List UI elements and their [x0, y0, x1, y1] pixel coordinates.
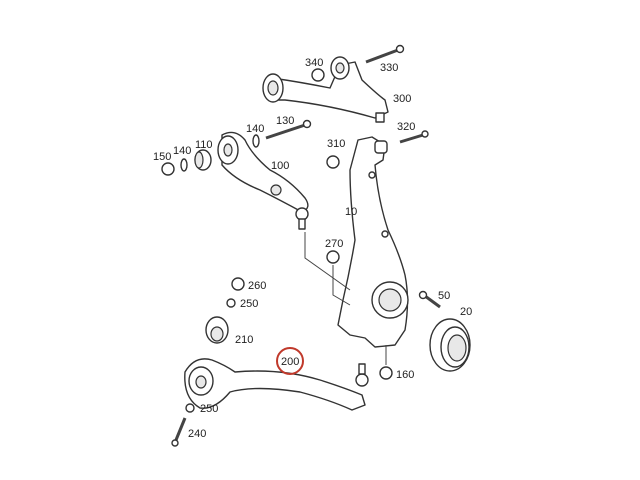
label-10: 10 — [345, 206, 357, 218]
bolt-50[interactable] — [418, 290, 441, 309]
nut-310[interactable] — [326, 155, 340, 169]
label-160: 160 — [396, 369, 414, 381]
washer-250-a[interactable] — [226, 298, 236, 308]
label-300: 300 — [393, 93, 411, 105]
label-110: 110 — [195, 139, 213, 151]
nut-160[interactable] — [379, 366, 393, 380]
washer-140-b[interactable] — [252, 134, 260, 148]
nut-270[interactable] — [326, 250, 340, 264]
bushing-210[interactable] — [205, 316, 229, 344]
label-260: 260 — [248, 280, 266, 292]
nut-260[interactable] — [231, 277, 245, 291]
bolt-320[interactable] — [399, 130, 429, 144]
washer-250-b[interactable] — [185, 403, 195, 413]
label-150: 150 — [153, 151, 171, 163]
control-arm-100[interactable] — [217, 131, 309, 230]
label-270: 270 — [325, 238, 343, 250]
washer-140-a[interactable] — [180, 158, 188, 172]
label-210: 210 — [235, 334, 253, 346]
label-140-a: 140 — [173, 145, 191, 157]
label-250-b: 250 — [200, 403, 218, 415]
label-200: 200 — [281, 356, 299, 368]
bushing-110[interactable] — [194, 149, 212, 171]
label-320: 320 — [397, 121, 415, 133]
highlight-circle — [276, 347, 304, 375]
label-330: 330 — [380, 62, 398, 74]
label-310: 310 — [327, 138, 345, 150]
label-50: 50 — [438, 290, 450, 302]
nut-150[interactable] — [161, 162, 175, 176]
control-arm-200[interactable] — [184, 358, 369, 411]
nut-340[interactable] — [311, 68, 325, 82]
leader-line — [304, 232, 351, 291]
label-20: 20 — [460, 306, 472, 318]
label-240: 240 — [188, 428, 206, 440]
bolt-240[interactable] — [171, 417, 187, 447]
bushing-knuckle — [374, 140, 388, 154]
wheel-hub-20[interactable] — [429, 318, 471, 372]
bolt-130[interactable] — [265, 119, 312, 140]
label-100: 100 — [271, 160, 289, 172]
label-130: 130 — [276, 115, 294, 127]
upper-control-arm-300[interactable] — [262, 56, 389, 123]
leader-line — [332, 265, 351, 306]
bolt-330[interactable] — [365, 44, 405, 64]
label-340: 340 — [305, 57, 323, 69]
label-250-a: 250 — [240, 298, 258, 310]
label-140-b: 140 — [246, 123, 264, 135]
steering-knuckle-10[interactable] — [337, 136, 409, 348]
